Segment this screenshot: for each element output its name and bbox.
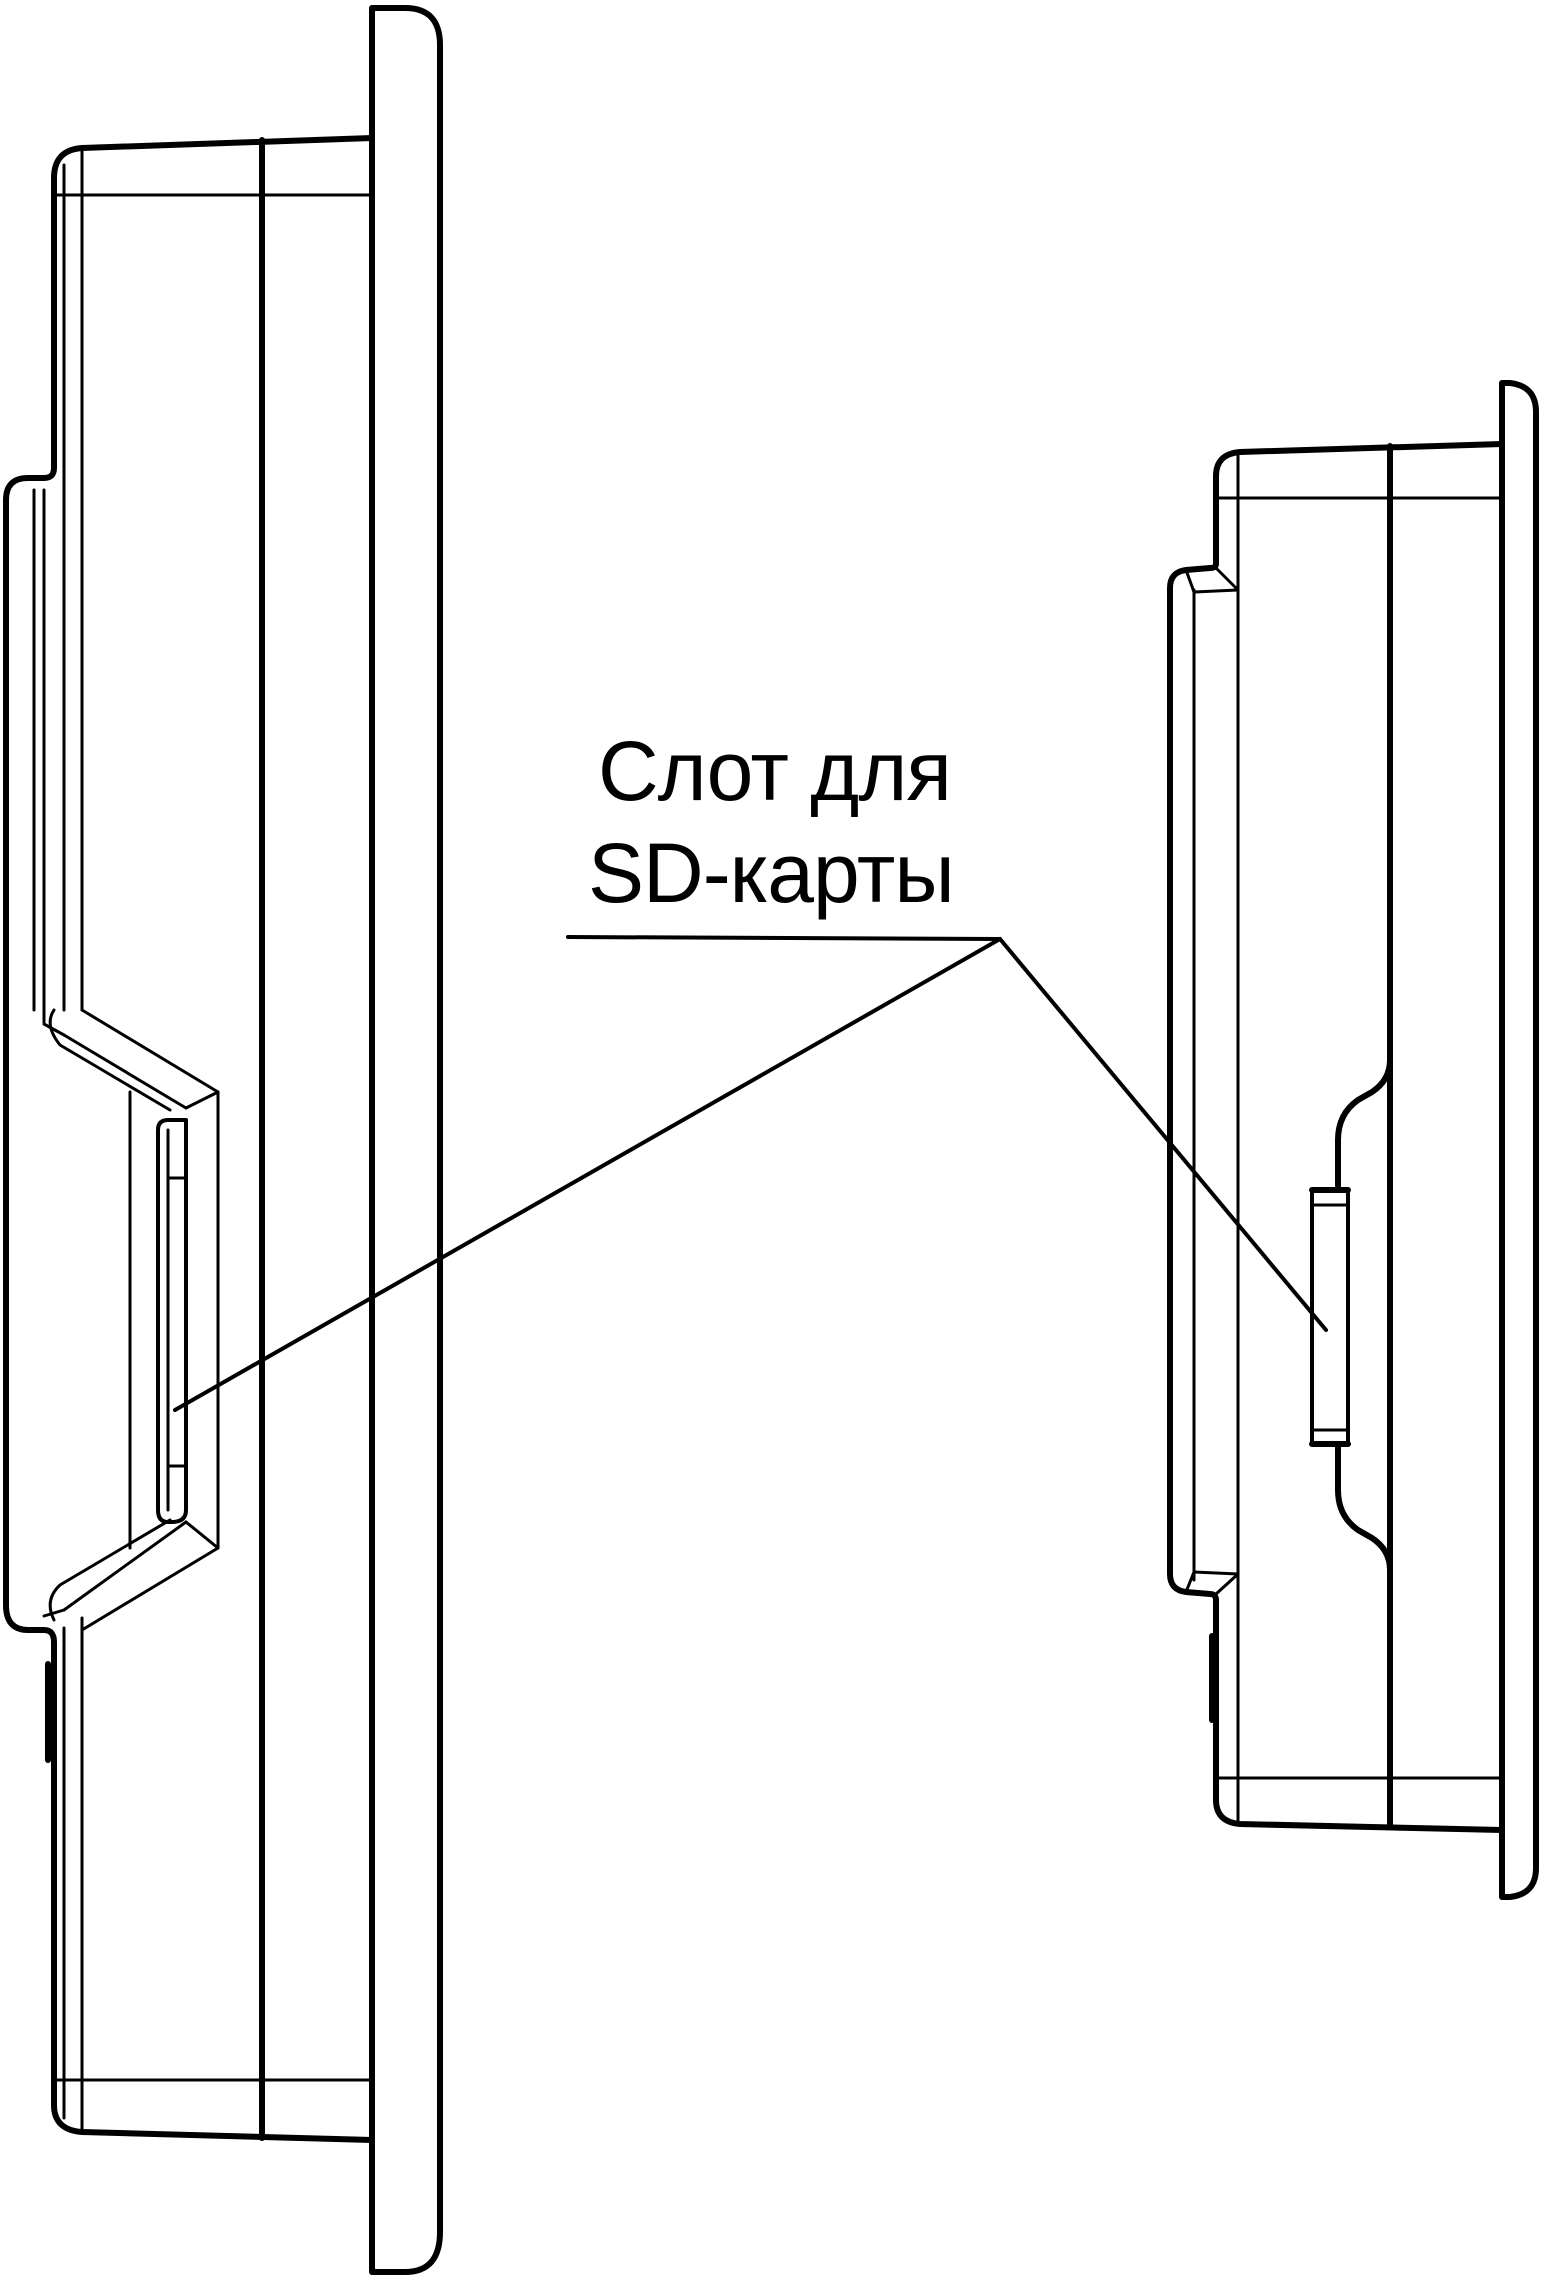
left-front-bezel (369, 5, 443, 2275)
right-step-tick-1 (1214, 566, 1240, 592)
callout-label-line1: Слот для (598, 724, 951, 818)
right-front-bezel (1499, 380, 1539, 1900)
left-recess-edge-2 (62, 1520, 188, 1612)
callout-underline (566, 935, 1002, 941)
left-recess-tick-1 (42, 1022, 66, 1037)
left-device-side-view (3, 5, 443, 2275)
left-recess-edge-1 (62, 1033, 188, 1110)
right-step-tick-2 (1214, 1572, 1240, 1596)
left-recess-upper-inner (48, 1008, 172, 1112)
right-lower-step (1184, 1570, 1240, 1596)
leader-line-left (173, 937, 1002, 1412)
left-recess-corner-2 (184, 1520, 220, 1550)
right-upper-step (1184, 568, 1240, 594)
right-housing-outline (1167, 441, 1505, 1833)
left-recess-tick-2 (42, 1608, 66, 1618)
left-recess-corner-1 (184, 1090, 220, 1110)
callout-label-line2: SD-карты (588, 826, 954, 920)
right-slot-housing (1335, 1037, 1393, 1593)
callout: Слот для SD-карты (173, 724, 1328, 1412)
left-recess-lower-inner (48, 1518, 172, 1622)
left-recess-upper (80, 1008, 220, 1632)
left-sd-slot (156, 1118, 188, 1524)
left-housing-outline (3, 135, 375, 2143)
right-device-side-view (1167, 380, 1539, 1900)
leader-line-right (998, 937, 1328, 1332)
